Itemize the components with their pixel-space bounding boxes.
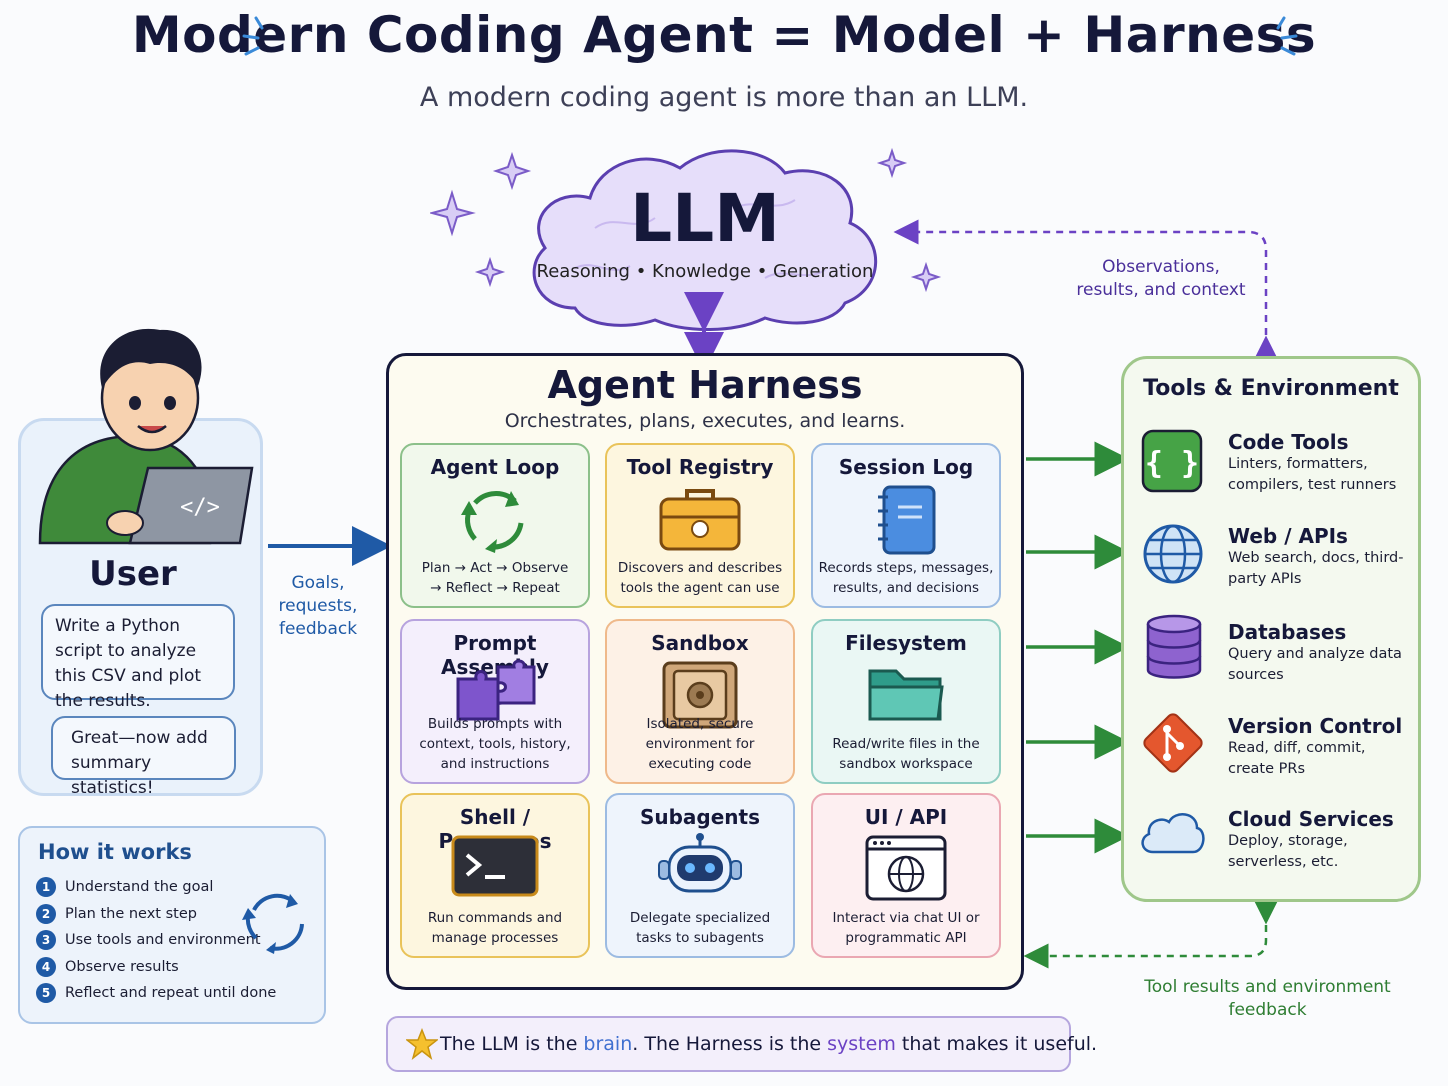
card-description: Plan → Act → Observe → Reflect → Repeat xyxy=(421,560,569,596)
tool-item-web: Web / APIs Web search, docs, third-party… xyxy=(1228,524,1404,587)
footer-text: The LLM is the brain. The Harness is the… xyxy=(440,1033,1098,1055)
tool-item-code: Code Tools Linters, formatters, compiler… xyxy=(1228,430,1397,493)
card-description: Builds prompts with context, tools, hist… xyxy=(419,716,571,772)
harness-title: Agent Harness xyxy=(547,363,863,407)
how-it-works-title: How it works xyxy=(38,840,192,864)
notebook-icon xyxy=(874,483,938,561)
cloud-icon xyxy=(1141,813,1205,854)
puzzle-icon xyxy=(452,659,538,729)
user-avatar: </> xyxy=(38,328,254,545)
page-title: Modern Coding Agent = Model + Harness xyxy=(131,6,1317,64)
tool-item-version-control: Version Control Read, diff, commit, crea… xyxy=(1228,714,1403,777)
star-icon xyxy=(406,1028,438,1060)
user-message-bubble: Write a Python script to analyze this CS… xyxy=(41,604,235,711)
browser-globe-icon xyxy=(863,833,949,907)
how-it-works-panel xyxy=(18,826,326,1024)
cycle-arrows-icon xyxy=(457,483,533,559)
card-description: Records steps, messages, results, and de… xyxy=(818,560,994,596)
tools-title: Tools & Environment xyxy=(1143,376,1399,401)
harness-card-shell-processes: Shell / ProcessesRun commands and manage… xyxy=(400,793,590,958)
card-description: Discovers and describes tools the agent … xyxy=(617,560,783,596)
sparkle-lines-icon xyxy=(1276,16,1298,56)
page-subtitle: A modern coding agent is more than an LL… xyxy=(419,82,1029,113)
tool-item-cloud: Cloud Services Deploy, storage, serverle… xyxy=(1228,807,1394,870)
robot-icon xyxy=(655,833,745,907)
harness-subtitle: Orchestrates, plans, executes, and learn… xyxy=(504,410,906,432)
svg-text:{ }: { } xyxy=(1145,446,1199,481)
globe-icon xyxy=(1143,524,1203,584)
card-description: Delegate specialized tasks to subagents xyxy=(629,910,771,946)
card-description: Interact via chat UI or programmatic API xyxy=(832,910,980,946)
git-icon xyxy=(1143,713,1203,773)
observations-label: Observations,results, and context xyxy=(1076,257,1246,300)
svg-text:</>: </> xyxy=(180,495,220,520)
card-description: Read/write files in the sandbox workspac… xyxy=(832,736,980,772)
database-icon xyxy=(1146,614,1202,679)
card-title: UI / API xyxy=(864,805,948,829)
user-followup-bubble: Great—now add summary statistics! xyxy=(51,716,236,798)
card-description: Run commands and manage processes xyxy=(427,910,563,946)
harness-card-ui-api: UI / API Interact via chat UI or programm… xyxy=(811,793,1001,958)
card-title: Filesystem xyxy=(845,631,967,655)
card-title: Agent Loop xyxy=(430,455,560,479)
safe-icon xyxy=(660,659,740,737)
toolbox-icon xyxy=(657,483,743,559)
card-title: Session Log xyxy=(838,455,974,479)
llm-subtitle: Reasoning • Knowledge • Generation xyxy=(536,261,874,282)
goals-label: Goals,requests,feedback xyxy=(278,573,358,639)
braces-icon: { } xyxy=(1141,429,1203,493)
terminal-icon xyxy=(449,833,541,903)
card-title: Tool Registry xyxy=(626,455,774,479)
card-title: Subagents xyxy=(639,805,761,829)
folder-icon xyxy=(866,659,946,729)
card-description: Isolated, secure environment for executi… xyxy=(645,716,755,772)
tool-item-databases: Databases Query and analyze data sources xyxy=(1228,620,1402,683)
card-title: Sandbox xyxy=(651,631,749,655)
llm-title: LLM xyxy=(630,180,780,257)
cycle-arrows-icon xyxy=(242,893,304,954)
footer-banner xyxy=(386,1016,1071,1072)
user-title: User xyxy=(89,554,177,594)
sparkle-lines-icon xyxy=(242,16,264,56)
